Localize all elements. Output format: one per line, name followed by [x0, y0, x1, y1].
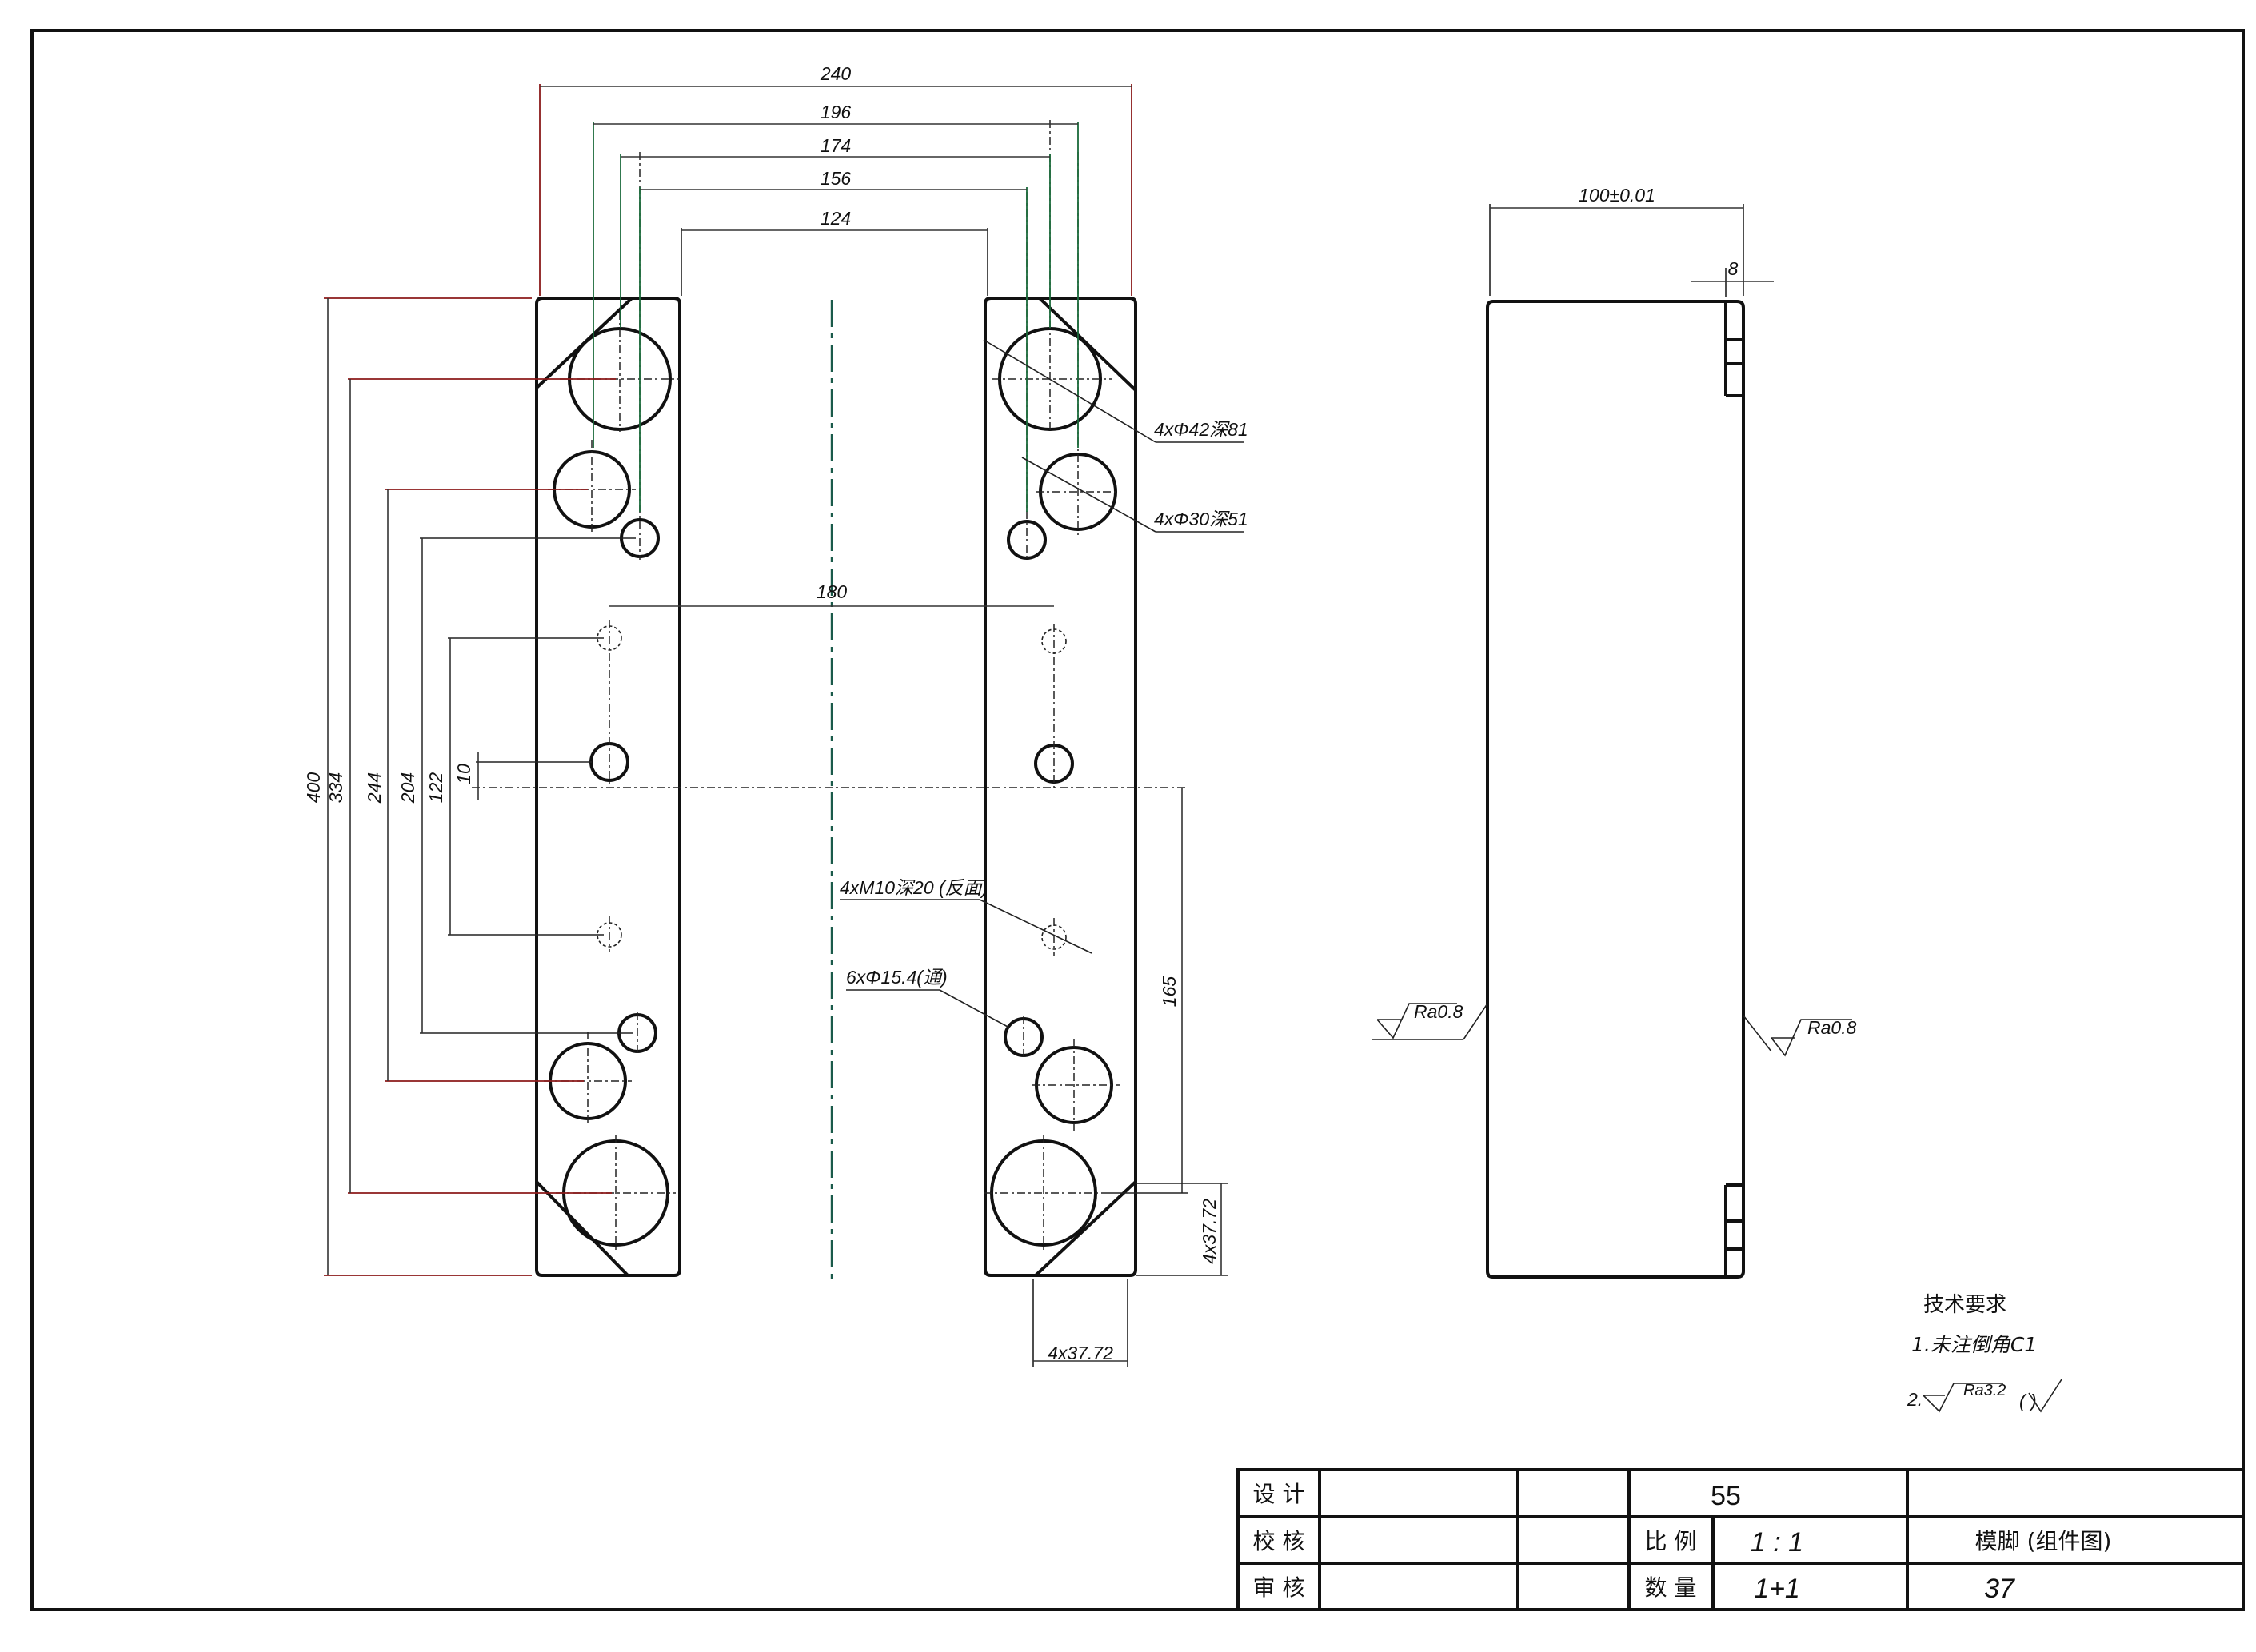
tech-req-title: 技术要求	[1923, 1293, 2006, 1317]
tech-req-item-1: 1.未注倒角C1	[1911, 1333, 2037, 1356]
technical-requirements: 技术要求 1.未注倒角C1 2. Ra3.2 ( )	[1907, 1293, 2062, 1413]
dim-122: 122	[425, 772, 446, 804]
side-view: 100±0.01 8	[1486, 185, 1774, 1279]
dim-180: 180	[817, 581, 848, 602]
left-bar	[535, 152, 681, 1277]
right-dimensions: 165 4x37.72 4x37.72 4xΦ42深81 4xΦ30深51 4x…	[840, 339, 1248, 1367]
scale-value: 1 : 1	[1751, 1527, 1803, 1558]
dim-204: 204	[397, 772, 418, 804]
callout-counterbore-42: 4xΦ42深81	[1154, 419, 1248, 440]
dim-side-width: 100±0.01	[1579, 185, 1655, 206]
top-dimensions: 240 196 174 156 124 180	[539, 63, 1132, 607]
roughness-left: Ra0.8	[1372, 1001, 1488, 1040]
roughness-left-label: Ra0.8	[1414, 1001, 1463, 1022]
quantity-value: 1+1	[1754, 1574, 1800, 1604]
dim-334: 334	[325, 772, 346, 803]
label-check: 校 核	[1253, 1528, 1305, 1554]
dim-chamfer-vertical: 4x37.72	[1199, 1199, 1220, 1264]
label-quantity: 数 量	[1645, 1574, 1697, 1601]
roughness-right-label: Ra0.8	[1807, 1017, 1857, 1038]
part-name: 模脚 (组件图)	[1975, 1528, 2112, 1554]
part-number: 55	[1711, 1481, 1741, 1511]
callout-thread-m10: 4xM10深20 (反面)	[840, 877, 988, 898]
dim-196: 196	[821, 102, 852, 122]
dim-244: 244	[364, 772, 385, 804]
callout-through-15-4: 6xΦ15.4(通)	[846, 967, 948, 988]
sheet-number: 37	[1984, 1574, 2015, 1604]
dim-156: 156	[821, 168, 852, 189]
roughness-right: Ra0.8	[1743, 1015, 1857, 1057]
tech-req-item-2-suffix: ( )	[2019, 1391, 2037, 1411]
sheet-border	[30, 29, 2245, 1611]
label-design: 设 计	[1253, 1481, 1305, 1507]
label-review: 审 核	[1253, 1574, 1305, 1601]
label-scale: 比 例	[1645, 1528, 1697, 1554]
dim-400: 400	[303, 772, 324, 804]
left-dimensions: 400 334 244 204 122 10	[303, 297, 636, 1276]
dim-side-step: 8	[1728, 258, 1739, 279]
tech-req-item-2-prefix: 2.	[1907, 1389, 1923, 1410]
title-block: 设 计 校 核 审 核 55 比 例 1 : 1 数 量 1+1 模脚 (组件图…	[1236, 1468, 2245, 1611]
dim-174: 174	[821, 135, 851, 156]
right-bar	[984, 120, 1137, 1277]
dim-chamfer-horizontal: 4x37.72	[1048, 1343, 1113, 1363]
callout-counterbore-30: 4xΦ30深51	[1154, 509, 1248, 529]
dim-10: 10	[453, 764, 474, 784]
tech-req-ra32: Ra3.2	[1963, 1382, 2006, 1399]
dim-165: 165	[1159, 976, 1180, 1008]
dim-124: 124	[821, 208, 851, 229]
dim-240: 240	[820, 63, 852, 84]
